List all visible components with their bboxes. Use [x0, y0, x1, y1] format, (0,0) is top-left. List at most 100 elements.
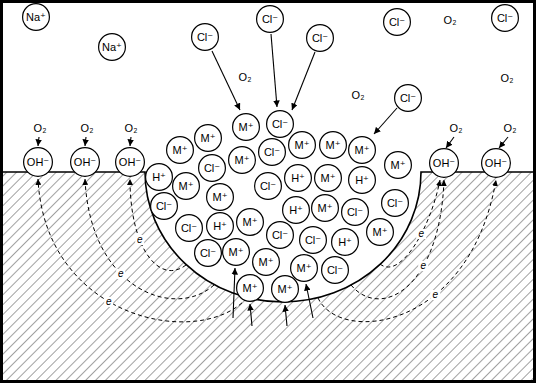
- ion-symbol: OH⁻: [27, 157, 49, 168]
- ion-outline-circle: [385, 152, 412, 179]
- ion-symbol: H⁺: [289, 205, 303, 216]
- ion-symbol: H⁺: [355, 175, 369, 186]
- ion-symbol: M⁺: [259, 257, 274, 268]
- ion-outline-circle: [23, 4, 50, 31]
- oxygen-arrow: [130, 137, 131, 146]
- chloride-arrow: [292, 52, 315, 110]
- ion-outline-circle: [395, 85, 422, 112]
- ion-outline-circle: [259, 139, 286, 166]
- ion-circle: Cl⁻: [266, 110, 294, 138]
- oxygen-label: O₂: [504, 123, 517, 134]
- ion-outline-circle: [349, 167, 376, 194]
- ion-outline-circle: [167, 137, 194, 164]
- ion-symbol: M⁺: [373, 227, 388, 238]
- ion-outline-circle: [482, 149, 511, 178]
- ion-outline-circle: [237, 209, 264, 236]
- ion-symbol: OH⁻: [119, 157, 141, 168]
- ion-circle: H⁺: [282, 196, 310, 224]
- ion-outline-circle: [99, 34, 126, 61]
- oxygen-label: O₂: [352, 90, 365, 101]
- ion-outline-circle: [492, 5, 519, 32]
- ion-circle: H⁺: [206, 212, 234, 240]
- ion-outline-circle: [195, 240, 222, 267]
- ion-circle: Na⁺: [22, 3, 50, 31]
- ion-circle: OH⁻: [70, 147, 100, 177]
- ion-outline-circle: [312, 195, 339, 222]
- ion-symbol: H⁺: [213, 221, 227, 232]
- ion-outline-circle: [272, 276, 299, 303]
- ion-symbol: M⁺: [355, 145, 370, 156]
- ion-circle: Cl⁻: [175, 214, 203, 242]
- ion-circle: M⁺: [228, 146, 256, 174]
- electron-path: [351, 180, 444, 299]
- oxygen-label: O₂: [239, 72, 252, 83]
- ion-circle: M⁺: [166, 136, 194, 164]
- ion-circle: M⁺: [366, 218, 394, 246]
- electron-label: e: [416, 229, 426, 239]
- ion-outline-circle: [430, 149, 459, 178]
- ion-circle: M⁺: [222, 238, 250, 266]
- ion-symbol: Cl⁻: [305, 235, 321, 246]
- dissolution-arrow: [233, 268, 235, 318]
- ion-symbol: M⁺: [295, 140, 310, 151]
- ion-circle: Cl⁻: [394, 84, 422, 112]
- ion-circle: Cl⁻: [266, 221, 294, 249]
- ion-outline-circle: [283, 197, 310, 224]
- ion-circle: M⁺: [348, 136, 376, 164]
- ion-outline-circle: [192, 24, 219, 51]
- ion-symbol: M⁺: [239, 122, 254, 133]
- ion-outline-circle: [332, 229, 359, 256]
- ion-symbol: Cl⁻: [200, 248, 216, 259]
- ion-symbol: H⁺: [291, 173, 305, 184]
- ion-outline-circle: [382, 190, 409, 217]
- ion-circle: M⁺: [232, 113, 260, 141]
- electron-label: e: [135, 235, 145, 245]
- ion-circle: M⁺: [311, 194, 339, 222]
- oxygen-label: O₂: [81, 123, 94, 134]
- ion-symbol: M⁺: [229, 247, 244, 258]
- ion-symbol: Na⁺: [102, 42, 122, 53]
- ion-outline-circle: [195, 125, 222, 152]
- ion-circle: OH⁻: [115, 147, 145, 177]
- ion-symbol: Cl⁻: [389, 17, 405, 28]
- ion-outline-circle: [229, 147, 256, 174]
- ion-outline-circle: [322, 257, 349, 284]
- ion-symbol: Cl⁻: [197, 32, 213, 43]
- ion-circle: M⁺: [236, 208, 264, 236]
- ion-outline-circle: [285, 165, 312, 192]
- ion-circle: OH⁻: [481, 148, 511, 178]
- ion-outline-circle: [289, 132, 316, 159]
- oxygen-label: O₂: [444, 15, 457, 26]
- electron-label: e: [104, 297, 114, 307]
- ion-symbol: OH⁻: [74, 157, 96, 168]
- ion-circle: H⁺: [331, 228, 359, 256]
- ion-circle: M⁺: [236, 274, 264, 302]
- ion-circle: M⁺: [252, 248, 280, 276]
- ion-outline-circle: [255, 173, 282, 200]
- ion-outline-circle: [307, 25, 334, 52]
- ion-symbol: M⁺: [318, 203, 333, 214]
- oxygen-label: O₂: [501, 73, 514, 84]
- ion-circle: Cl⁻: [198, 154, 226, 182]
- ion-circle: M⁺: [194, 124, 222, 152]
- ion-symbol: M⁺: [243, 283, 258, 294]
- ion-symbol: Cl⁻: [264, 147, 280, 158]
- ion-outline-circle: [320, 132, 347, 159]
- oxygen-arrow: [85, 137, 86, 146]
- electron-label: e: [431, 290, 441, 300]
- ion-circle: H⁺: [145, 163, 173, 191]
- ion-outline-circle: [233, 114, 260, 141]
- ion-circle: M⁺: [384, 151, 412, 179]
- ion-outline-circle: [176, 215, 203, 242]
- ion-circle: M⁺: [271, 275, 299, 303]
- ion-symbol: Cl⁻: [181, 223, 197, 234]
- ion-symbol: M⁺: [278, 284, 293, 295]
- ion-outline-circle: [267, 111, 294, 138]
- metal-hatch: [0, 172, 536, 383]
- ion-circle: Cl⁻: [383, 8, 411, 36]
- ion-symbol: Cl⁻: [272, 230, 288, 241]
- ion-symbol: Cl⁻: [327, 265, 343, 276]
- ion-outline-circle: [315, 165, 342, 192]
- ion-symbol: H⁺: [152, 172, 166, 183]
- ion-circle: OH⁻: [429, 148, 459, 178]
